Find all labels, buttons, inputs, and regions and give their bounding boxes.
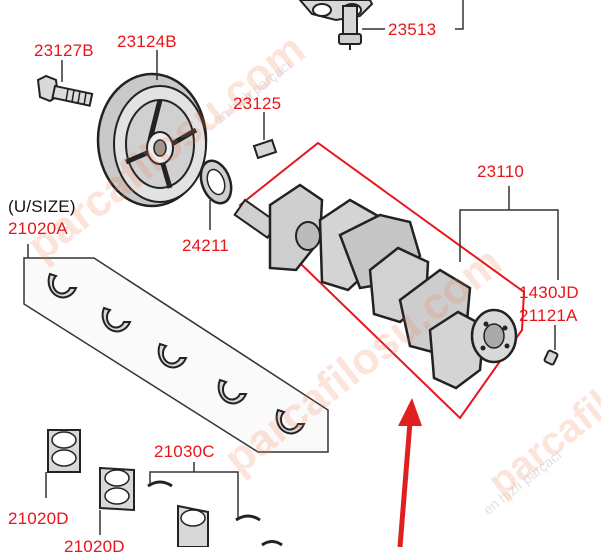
callout-21020d: 21020D	[8, 509, 69, 528]
cropped-label-top	[205, 0, 263, 6]
dowel-pin-part	[543, 349, 559, 366]
callout-21030c: 21030C	[154, 442, 215, 461]
callout-23513: 23513	[388, 20, 437, 39]
callout-23127b: 23127B	[34, 41, 94, 60]
leader-top-right	[455, 0, 464, 30]
callout-1430jd: 1430JD	[519, 283, 579, 302]
callout-23125: 23125	[233, 94, 282, 113]
callout-23124b: 23124B	[117, 32, 177, 51]
lower-bearing-set	[45, 429, 283, 547]
pulley-bolt-part	[36, 74, 94, 107]
callout-23110: 23110	[477, 162, 525, 181]
bearing-cap-bolt-part	[338, 5, 362, 50]
callout-21020a: 21020A	[8, 219, 68, 238]
timing-sprocket-part	[199, 159, 233, 205]
crankshaft-pulley-part	[96, 72, 208, 208]
callout-usize: (U/SIZE)	[8, 197, 76, 216]
red-pointer-arrow	[397, 398, 422, 547]
crankshaft-highlight-box	[238, 141, 526, 420]
crankshaft-part	[233, 183, 518, 390]
callout-24211: 24211	[182, 236, 230, 255]
upper-bearing-set	[23, 244, 329, 453]
woodruff-key-part	[252, 138, 278, 160]
callout-21121a: 21121A	[519, 306, 578, 325]
main-bearing-cap-part	[298, 0, 374, 22]
